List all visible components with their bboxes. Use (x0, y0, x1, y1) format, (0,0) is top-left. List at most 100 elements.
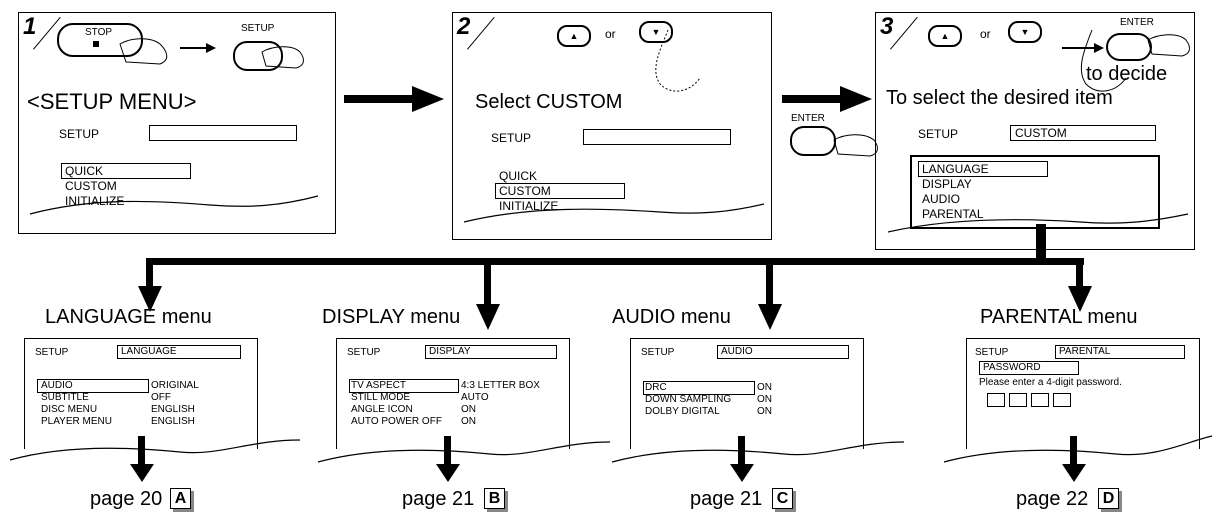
reference-letter: B (484, 488, 505, 509)
step-3-panel: 3 ▲ or ▼ ENTER to decide To select the d… (875, 12, 1195, 250)
menu-item[interactable]: INITIALIZE (499, 199, 559, 213)
screen-header-value: AUDIO (721, 346, 753, 357)
page-reference: page 20 (90, 488, 163, 510)
setup-label: SETUP (241, 23, 275, 34)
screen-header-value: PARENTAL (1059, 346, 1111, 357)
corner-divider (890, 16, 918, 50)
menu-item[interactable]: QUICK (499, 169, 538, 183)
display-menu-title: DISPLAY menu (322, 306, 461, 328)
option-value: OFF (151, 392, 171, 403)
option-label[interactable]: AUTO POWER OFF (351, 416, 442, 427)
password-prompt: Please enter a 4-digit password. (979, 377, 1122, 388)
menu-item[interactable]: AUDIO (922, 192, 961, 206)
selected-item-frame (495, 183, 625, 199)
screen-header-label: SETUP (491, 131, 532, 145)
option-label[interactable]: AUDIO (41, 380, 73, 391)
audio-menu-title: AUDIO menu (612, 306, 731, 328)
stop-label: STOP (85, 27, 113, 38)
option-label[interactable]: DOWN SAMPLING (645, 394, 732, 405)
menu-item[interactable]: INITIALIZE (65, 194, 125, 208)
screen-header-field: PARENTAL (1055, 345, 1185, 359)
reference-letter: A (170, 488, 191, 509)
stop-square-icon (93, 41, 99, 47)
screen-header-field: CUSTOM (1010, 125, 1156, 141)
screen-header-label: SETUP (641, 347, 675, 358)
enter-label: ENTER (1120, 17, 1154, 28)
display-menu-screen: SETUP DISPLAY TV ASPECT 4:3 LETTER BOX S… (336, 338, 570, 449)
screen-header-label: SETUP (918, 127, 959, 141)
screen-header-label: SETUP (59, 127, 100, 141)
selected-item-frame (37, 379, 149, 393)
option-label[interactable]: DRC (645, 382, 667, 393)
option-label[interactable]: ANGLE ICON (351, 404, 413, 415)
option-value: ON (757, 382, 772, 393)
option-label[interactable]: STILL MODE (351, 392, 411, 403)
parental-menu-screen: SETUP PARENTAL PASSWORD Please enter a 4… (966, 338, 1200, 449)
screen-header-value: LANGUAGE (121, 346, 177, 357)
flow-arrow-1-to-2 (344, 86, 444, 112)
screen-header-label: SETUP (35, 347, 69, 358)
screen-header-value: DISPLAY (429, 346, 471, 357)
menu-item[interactable]: PARENTAL (922, 207, 984, 221)
step-heading: To select the desired item (886, 87, 1113, 109)
screen-header-field: LANGUAGE (117, 345, 241, 359)
up-arrow-button-icon: ▲ (557, 25, 591, 47)
or-label: or (605, 27, 616, 41)
selected-item-frame (349, 379, 459, 393)
option-value: ON (757, 394, 772, 405)
password-digit-box[interactable] (1053, 393, 1071, 407)
menu-item[interactable]: DISPLAY (922, 177, 972, 191)
screen-header-field (149, 125, 297, 141)
password-digit-box[interactable] (1031, 393, 1049, 407)
screen-header-field (583, 129, 731, 145)
screen-header-field: AUDIO (717, 345, 849, 359)
menu-item[interactable]: CUSTOM (65, 179, 117, 193)
screen-header-label: SETUP (347, 347, 381, 358)
password-digit-box[interactable] (987, 393, 1005, 407)
flow-arrow-2-to-3 (782, 86, 872, 112)
setup-button-icon (233, 41, 283, 71)
selected-item-frame (61, 163, 191, 179)
language-menu-screen: SETUP LANGUAGE AUDIO ORIGINAL SUBTITLE O… (24, 338, 258, 449)
step-1-panel: 1 STOP SETUP <SETUP MENU> SETUP QUICK CU… (18, 12, 336, 234)
password-digit-box[interactable] (1009, 393, 1027, 407)
reference-letter: D (1098, 488, 1119, 509)
down-arrow-button-icon: ▼ (639, 21, 673, 43)
enter-button-icon (790, 126, 836, 156)
down-arrow-button-icon: ▼ (1008, 21, 1042, 43)
page-reference: page 22 (1016, 488, 1089, 510)
selected-item-frame (918, 161, 1048, 177)
setup-menu-heading: <SETUP MENU> (27, 89, 197, 114)
decide-label: to decide (1086, 63, 1168, 85)
parental-menu-title: PARENTAL menu (980, 306, 1138, 328)
step-number: 3 (880, 13, 894, 40)
reference-letter: C (772, 488, 793, 509)
password-field[interactable]: PASSWORD (979, 361, 1079, 375)
option-label[interactable]: DISC MENU (41, 404, 98, 415)
option-label[interactable]: SUBTITLE (41, 392, 89, 403)
option-value: ORIGINAL (151, 380, 199, 391)
page-reference: page 21 (690, 488, 763, 510)
menu-item[interactable]: CUSTOM (499, 184, 551, 198)
menu-item[interactable]: LANGUAGE (922, 162, 989, 176)
or-label: or (980, 27, 991, 41)
option-label[interactable]: DOLBY DIGITAL (645, 406, 720, 417)
menu-item[interactable]: QUICK (65, 164, 104, 178)
option-value: ENGLISH (151, 404, 195, 415)
up-arrow-button-icon: ▲ (928, 25, 962, 47)
option-label[interactable]: PLAYER MENU (41, 416, 112, 427)
screen-header-value: CUSTOM (1015, 126, 1067, 140)
audio-menu-screen: SETUP AUDIO DRC ON DOWN SAMPLING ON DOLB… (630, 338, 864, 449)
screen-header-field: DISPLAY (425, 345, 557, 359)
option-value: ON (461, 404, 476, 415)
option-value: ON (461, 416, 476, 427)
screen-header-label: SETUP (975, 347, 1009, 358)
option-value: ENGLISH (151, 416, 195, 427)
option-label[interactable]: TV ASPECT (351, 380, 407, 391)
option-value: 4:3 LETTER BOX (461, 380, 540, 391)
page-reference: page 21 (402, 488, 475, 510)
password-label: PASSWORD (983, 362, 1041, 373)
option-value: AUTO (461, 392, 489, 403)
corner-divider (467, 16, 495, 50)
option-value: ON (757, 406, 772, 417)
